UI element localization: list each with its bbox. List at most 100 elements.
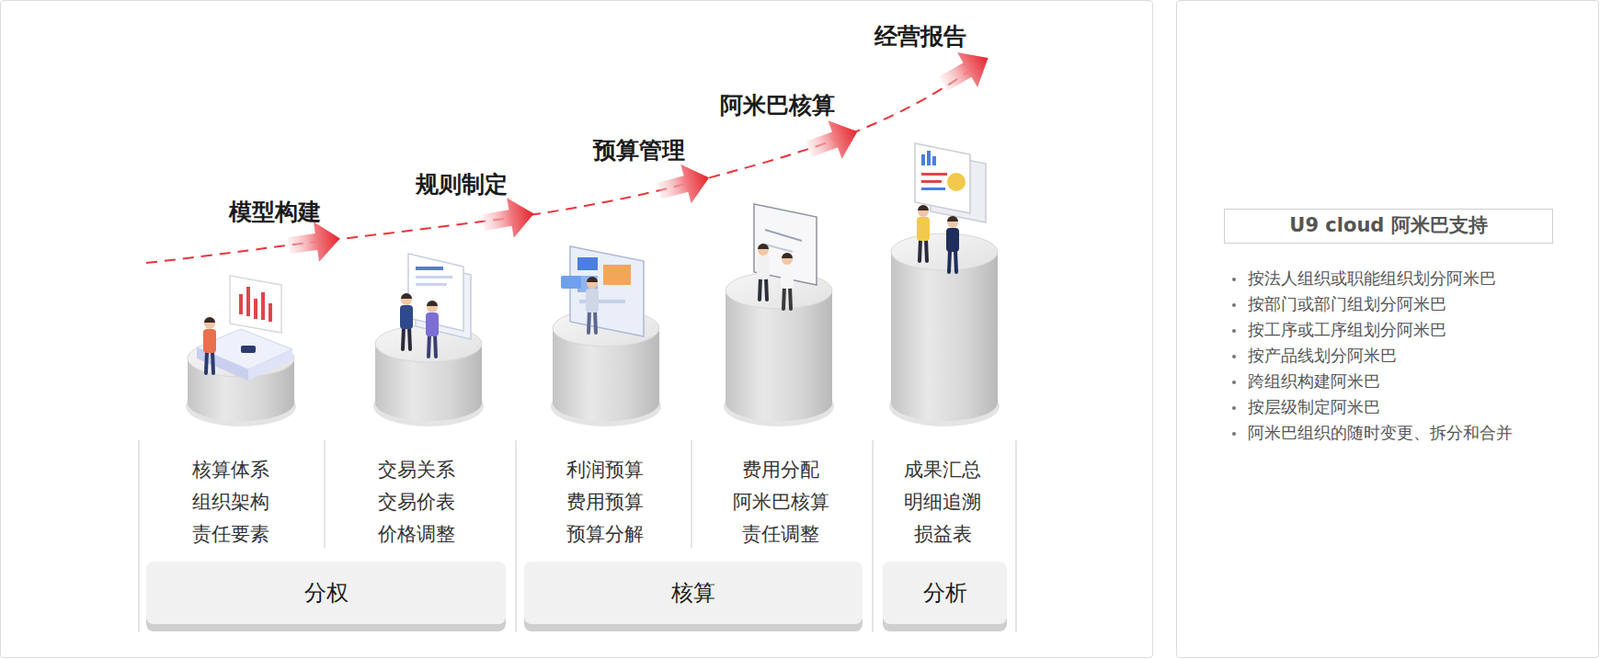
phase-name: 核算 (671, 580, 716, 607)
separator-line (1015, 440, 1018, 633)
info-panel: 按法人组织或职能组织划分阿米巴按部门或部门组划分阿米巴按工序或工序组划分阿米巴按… (1176, 0, 1600, 659)
person-torso (780, 264, 794, 289)
person-leg (783, 286, 785, 309)
pie-chart (947, 172, 966, 192)
separator-line (871, 440, 874, 633)
bullet-dot (1232, 277, 1236, 282)
chart-bar (577, 257, 598, 271)
item-text: 费用预算 (566, 491, 644, 515)
bullet-dot (1232, 432, 1236, 436)
item-text: 损益表 (914, 523, 972, 547)
chart-bar (261, 292, 265, 320)
bullet-dot (1232, 354, 1236, 359)
separator-lines (138, 440, 1017, 633)
bullet-text: 阿米巴组织的随时变更、拆分和合并 (1247, 422, 1513, 444)
item-text: 利润预算 (566, 458, 644, 482)
bullet-text: 按工序或工序组划分阿米巴 (1247, 320, 1447, 341)
person-torso (756, 255, 770, 280)
cylinder-side (891, 251, 998, 422)
person-figure (756, 243, 770, 300)
person-torso (400, 305, 413, 330)
person-figure (585, 276, 599, 333)
person-hair (947, 216, 959, 222)
phase-name: 分析 (923, 580, 968, 607)
screen-panel (229, 275, 282, 333)
person-hair (426, 300, 438, 307)
item-text: 责任调整 (742, 523, 820, 547)
bullet-text: 按产品线划分阿米巴 (1247, 345, 1397, 366)
person-head (781, 253, 793, 265)
stage-label: 规则制定 (415, 171, 508, 199)
progress-arrows (285, 40, 998, 266)
cylinder-top (891, 233, 998, 271)
person-figure (946, 216, 960, 273)
person-hair (204, 317, 216, 323)
person-hair (781, 252, 793, 259)
person-leg (402, 327, 404, 350)
person-head (204, 318, 216, 330)
item-text: 费用分配 (742, 458, 820, 482)
desk-side (248, 349, 293, 381)
person-leg (594, 310, 596, 333)
bullet-dot (1232, 406, 1236, 411)
desk-device (240, 345, 256, 354)
person-leg (409, 327, 411, 350)
progress-arrow (653, 158, 714, 211)
person-torso (203, 329, 217, 354)
chart-bar (239, 294, 243, 315)
cylinder-pedestal (889, 233, 1000, 427)
bullet-dot (1232, 380, 1236, 385)
item-text: 交易价表 (377, 491, 456, 515)
chart-bar (921, 154, 926, 166)
bullet-text: 按法人组织或职能组织划分阿米巴 (1247, 268, 1497, 289)
person-head (757, 244, 769, 256)
progress-arrow (285, 218, 343, 266)
person-figure (400, 293, 413, 350)
person-torso (425, 312, 439, 337)
progress-arrow (801, 112, 865, 168)
person-leg (205, 351, 207, 374)
floating-card (560, 275, 582, 289)
person-figure (780, 252, 794, 309)
item-text: 交易关系 (377, 458, 456, 482)
person-hair (757, 243, 769, 250)
desk-front (196, 347, 249, 381)
screen-panel (570, 246, 644, 337)
chart-bar (415, 275, 453, 279)
person-leg (955, 250, 957, 273)
chart-bar (253, 298, 258, 320)
item-text: 核算体系 (192, 458, 270, 482)
chart-bar (415, 266, 444, 271)
person-head (917, 205, 929, 218)
person-hair (586, 276, 598, 283)
person-figure (916, 205, 930, 262)
figure-group (196, 143, 986, 381)
person-head (400, 294, 412, 306)
stage-label: 模型构建 (228, 198, 321, 227)
cylinder-pedestal (373, 325, 484, 427)
stage-label: 预算管理 (593, 137, 686, 165)
person-torso (585, 288, 599, 313)
person-leg (925, 239, 927, 262)
cylinder-pedestal (723, 272, 835, 427)
chart-bar (603, 264, 631, 286)
bullet-dot (1232, 303, 1236, 308)
person-head (426, 301, 438, 313)
cylinder-side (725, 290, 833, 422)
cylinder-group (185, 233, 1000, 427)
person-hair (917, 205, 929, 211)
chart-bar (926, 150, 931, 166)
person-leg (588, 310, 590, 333)
person-figure (425, 300, 439, 357)
panel-title: U9 cloud 阿米巴支持 (1289, 214, 1487, 238)
person-leg (765, 277, 767, 300)
progress-arrow (480, 194, 538, 243)
panel-title-box: U9 cloud 阿米巴支持 (1223, 208, 1554, 244)
chart-bar (246, 286, 251, 317)
item-text: 阿米巴核算 (732, 491, 830, 515)
person-torso (946, 228, 960, 252)
person-leg (919, 239, 921, 262)
item-text: 预算分解 (566, 523, 644, 547)
